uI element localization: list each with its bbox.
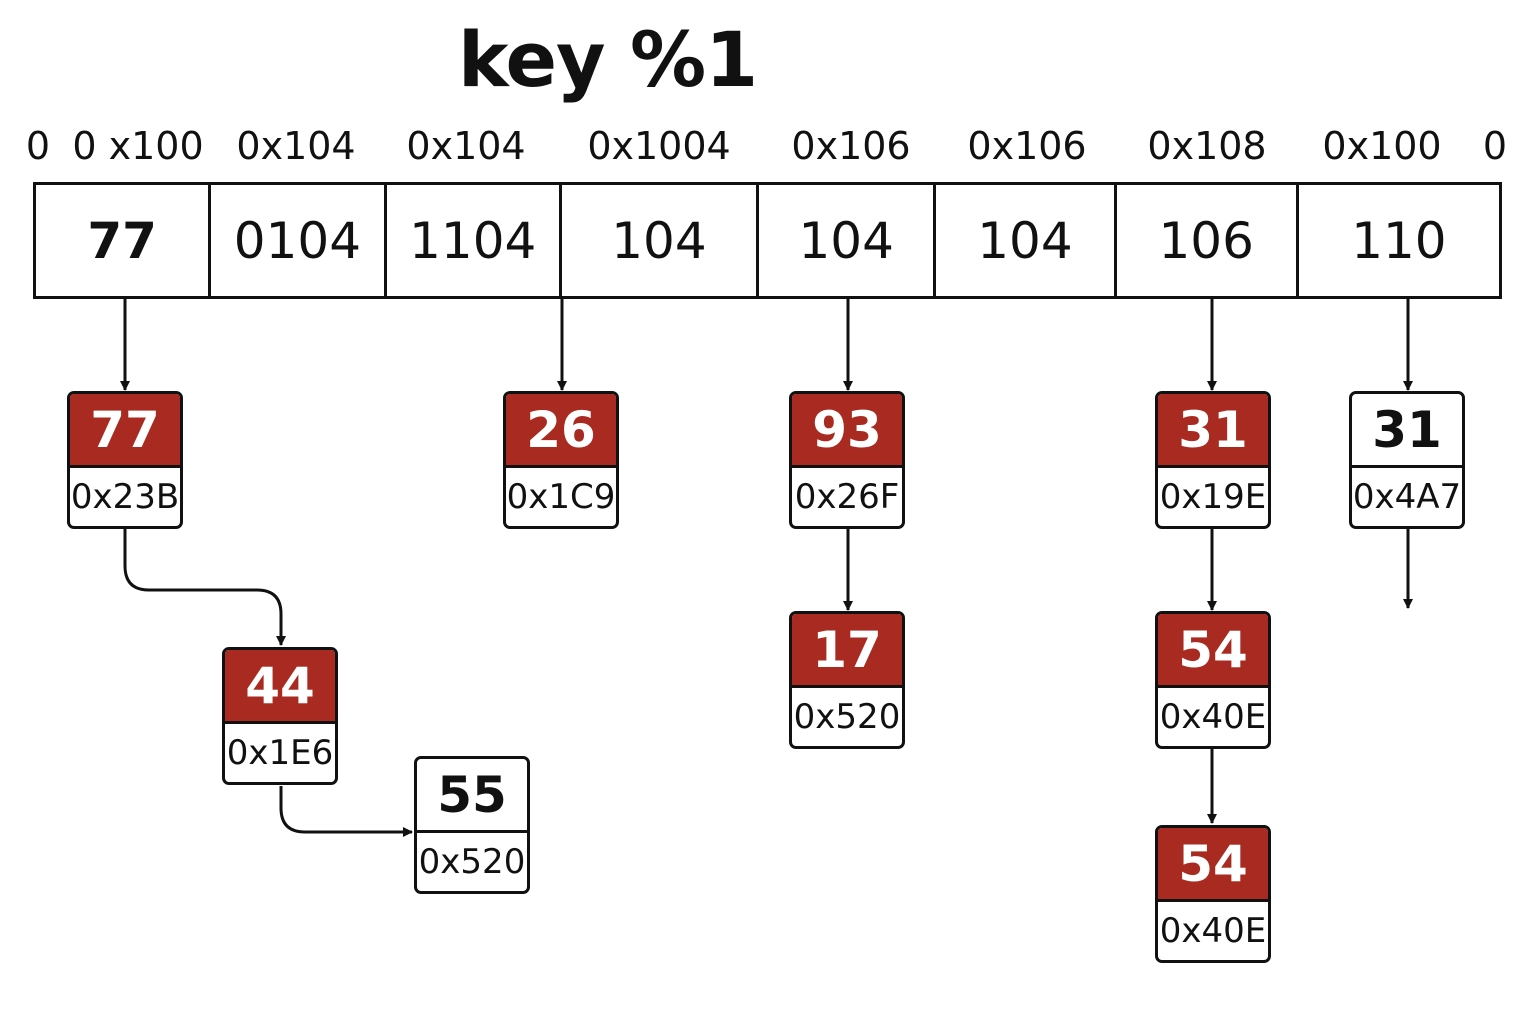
node-key: 93: [792, 394, 902, 468]
node-key: 31: [1158, 394, 1268, 468]
node-key: 54: [1158, 828, 1268, 902]
node-address: 0x520: [418, 842, 526, 882]
node-address: 0x26F: [794, 477, 900, 517]
list-node: 55 0x520: [414, 756, 530, 894]
list-node: 31 0x4A7: [1349, 391, 1465, 529]
node-address: 0x40E: [1159, 697, 1267, 737]
list-node: 31 0x19E: [1155, 391, 1271, 529]
list-node: 44 0x1E6: [222, 647, 338, 785]
bucket-cell: 0104: [211, 185, 387, 296]
node-address: 0x520: [793, 697, 901, 737]
list-node: 54 0x40E: [1155, 825, 1271, 963]
address-label: 0 x100: [72, 124, 204, 168]
chain-arrow: [123, 529, 286, 646]
list-node: 54 0x40E: [1155, 611, 1271, 749]
node-key: 17: [792, 614, 902, 688]
bucket-cell: 77: [36, 185, 212, 296]
node-key: 31: [1352, 394, 1462, 468]
bucket-cell: 104: [562, 185, 760, 296]
address-label: 0x104: [406, 124, 526, 168]
node-address: 0x4A7: [1352, 477, 1462, 517]
diagram-title: key %1: [458, 15, 758, 104]
node-address: 0x40E: [1159, 911, 1267, 951]
address-label: 0x106: [791, 124, 911, 168]
list-node: 93 0x26F: [789, 391, 905, 529]
bucket-cell: 110: [1351, 211, 1447, 270]
node-key: 55: [417, 759, 527, 833]
address-label: 0x106: [967, 124, 1087, 168]
node-address: 0x23B: [70, 477, 180, 517]
list-node: 77 0x23B: [67, 391, 183, 529]
node-address: 0x1E6: [226, 733, 334, 773]
list-node: 17 0x520: [789, 611, 905, 749]
address-label: 0x1004: [587, 124, 731, 168]
node-key: 44: [225, 650, 335, 724]
chain-arrow: [279, 786, 413, 837]
address-label: 0x100: [1322, 124, 1442, 168]
node-key: 26: [506, 394, 616, 468]
bucket-cell: 104: [936, 185, 1117, 296]
node-address: 0x19E: [1159, 477, 1267, 517]
node-address: 0x1C9: [506, 477, 616, 517]
bucket-cell: 1104: [387, 185, 562, 296]
bucket-cell: 106: [1117, 185, 1299, 296]
address-label: 0: [25, 124, 51, 168]
node-key: 77: [70, 394, 180, 468]
address-label: 0: [1482, 124, 1508, 168]
address-label: 0x108: [1147, 124, 1267, 168]
list-node: 26 0x1C9: [503, 391, 619, 529]
bucket-array: 77 0104 1104 104 104 104 106 110: [33, 182, 1502, 299]
address-label: 0x104: [236, 124, 356, 168]
bucket-cell: 104: [759, 185, 937, 296]
node-key: 54: [1158, 614, 1268, 688]
